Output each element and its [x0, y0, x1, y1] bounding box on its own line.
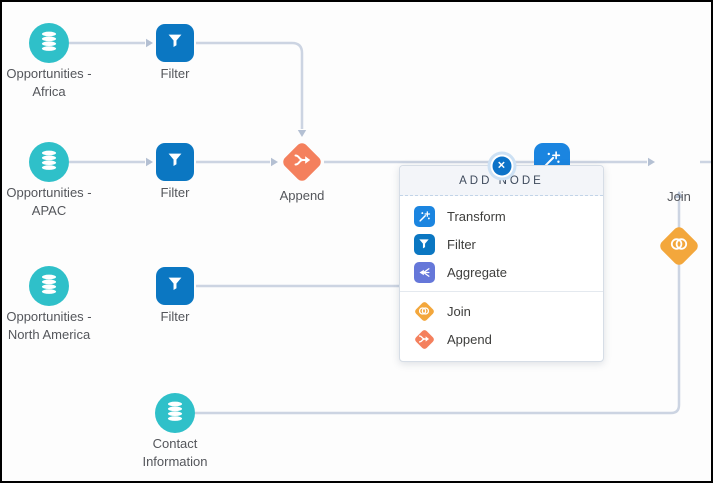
menu-item-join[interactable]: Join — [400, 297, 603, 325]
node-source-contact-information[interactable] — [155, 393, 195, 433]
dataset-icon — [36, 147, 62, 178]
menu-item-aggregate[interactable]: Aggregate — [400, 258, 603, 286]
node-source-opp-africa[interactable] — [29, 23, 69, 63]
append-icon — [413, 328, 435, 350]
aggregate-icon — [413, 261, 435, 283]
dataset-icon — [162, 398, 188, 429]
join-icon — [667, 232, 691, 261]
node-label: Opportunities - APAC — [6, 185, 92, 218]
close-icon: ✕ — [497, 160, 506, 171]
node-filter-north-america[interactable] — [156, 267, 194, 305]
filter-icon — [164, 273, 186, 300]
node-label: Filter — [160, 185, 190, 200]
join-icon — [413, 300, 435, 322]
node-filter-apac[interactable] — [156, 143, 194, 181]
filter-icon — [413, 233, 435, 255]
node-label: Contact Information — [142, 436, 208, 469]
filter-icon — [164, 30, 186, 57]
node-join[interactable] — [657, 224, 701, 268]
node-source-opp-apac[interactable] — [29, 142, 69, 182]
node-label: Filter — [160, 66, 190, 81]
node-label: Opportunities - Africa — [6, 66, 92, 99]
popup-title: ADD NODE — [459, 174, 544, 187]
filter-icon — [164, 149, 186, 176]
node-label: Join — [667, 189, 691, 204]
menu-item-append[interactable]: Append — [400, 325, 603, 353]
transform-icon — [541, 148, 563, 175]
append-icon — [290, 148, 314, 177]
node-append[interactable] — [280, 140, 324, 184]
node-label: Opportunities - North America — [6, 309, 92, 342]
node-filter-africa[interactable] — [156, 24, 194, 62]
node-label: Append — [279, 188, 325, 203]
transform-icon — [413, 205, 435, 227]
menu-item-transform[interactable]: Transform — [400, 202, 603, 230]
dataset-icon — [36, 271, 62, 302]
node-source-opp-north-america[interactable] — [29, 266, 69, 306]
node-label: Filter — [160, 309, 190, 324]
dataset-icon — [36, 28, 62, 59]
add-node-popup: ✕ ADD NODE Transform — [399, 156, 604, 362]
menu-divider — [400, 291, 603, 292]
close-button[interactable]: ✕ — [492, 156, 511, 176]
menu-item-filter[interactable]: Filter — [400, 230, 603, 258]
